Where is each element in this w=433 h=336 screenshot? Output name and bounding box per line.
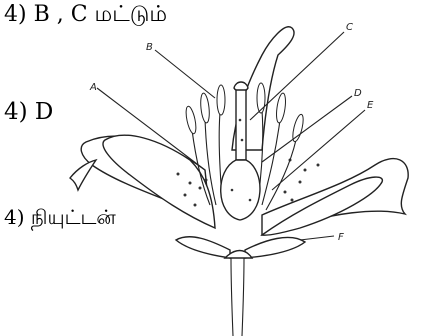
stem xyxy=(231,258,244,336)
label-e: E xyxy=(367,100,374,111)
label-f: F xyxy=(338,232,344,243)
label-d: D xyxy=(354,88,362,99)
label-a: A xyxy=(89,82,97,93)
petal-left-tip xyxy=(70,160,96,190)
label-c: C xyxy=(346,22,353,33)
sepals xyxy=(176,237,305,258)
ovary xyxy=(221,160,260,220)
label-b: B xyxy=(146,42,153,53)
petal-front-left xyxy=(103,135,215,228)
